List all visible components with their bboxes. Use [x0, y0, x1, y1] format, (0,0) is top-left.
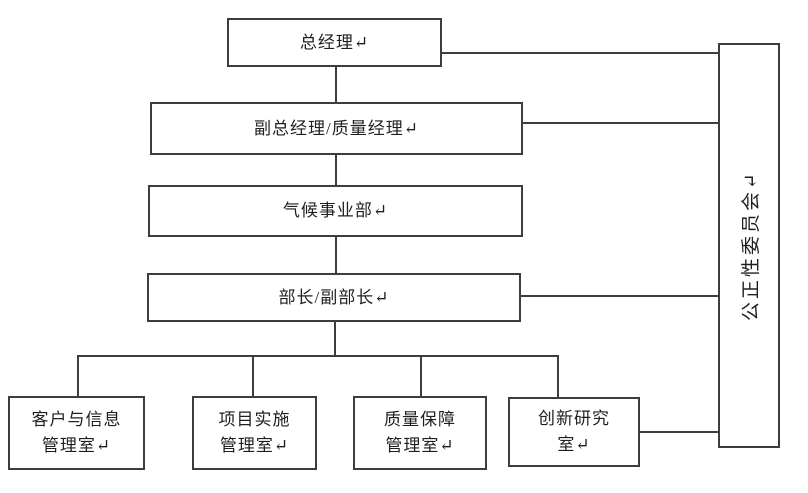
connector-drop-quality-assurance: [420, 355, 422, 397]
box-customer-info-office-label: 客户与信息 管理室↵: [31, 410, 122, 455]
connector-gm-to-deputy: [335, 67, 337, 102]
connector-gm-to-committee: [442, 52, 718, 54]
box-quality-assurance-office: 质量保障 管理室↵: [353, 396, 487, 470]
box-impartiality-committee: 公正性委员会↵: [718, 43, 780, 448]
box-chief-deputy-chief-label: 部长/副部长↵: [278, 287, 390, 307]
box-impartiality-committee-label: 公正性委员会↵: [740, 170, 762, 321]
box-innovation-research-office-label: 创新研究 室↵: [538, 409, 610, 454]
box-general-manager: 总经理↵: [227, 18, 442, 67]
box-project-implementation-office-label: 项目实施 管理室↵: [218, 410, 291, 455]
box-general-manager-label: 总经理↵: [299, 32, 370, 52]
connector-deputy-to-committee: [523, 122, 718, 124]
box-climate-division-label: 气候事业部↵: [282, 201, 389, 220]
connector-chief-to-committee: [521, 295, 718, 297]
connector-chief-to-tree: [334, 322, 336, 356]
box-deputy-gm-quality-manager: 副总经理/质量经理↵: [150, 102, 523, 155]
connector-drop-customer-info: [77, 355, 79, 396]
box-customer-info-office: 客户与信息 管理室↵: [8, 396, 145, 470]
box-quality-assurance-office-label: 质量保障 管理室↵: [384, 410, 456, 455]
box-innovation-research-office: 创新研究 室↵: [508, 397, 640, 467]
connector-innovation-to-committee: [640, 431, 718, 433]
box-climate-division: 气候事业部↵: [148, 185, 523, 237]
box-project-implementation-office: 项目实施 管理室↵: [192, 396, 317, 470]
connector-drop-project-implementation: [252, 355, 254, 396]
connector-drop-innovation-research: [557, 355, 559, 397]
box-deputy-gm-quality-manager-label: 副总经理/质量经理↵: [254, 118, 419, 138]
connector-tree-rail: [77, 355, 559, 357]
box-chief-deputy-chief: 部长/副部长↵: [147, 273, 521, 322]
connector-climate-to-chief: [335, 237, 337, 273]
connector-deputy-to-climate: [335, 155, 337, 185]
